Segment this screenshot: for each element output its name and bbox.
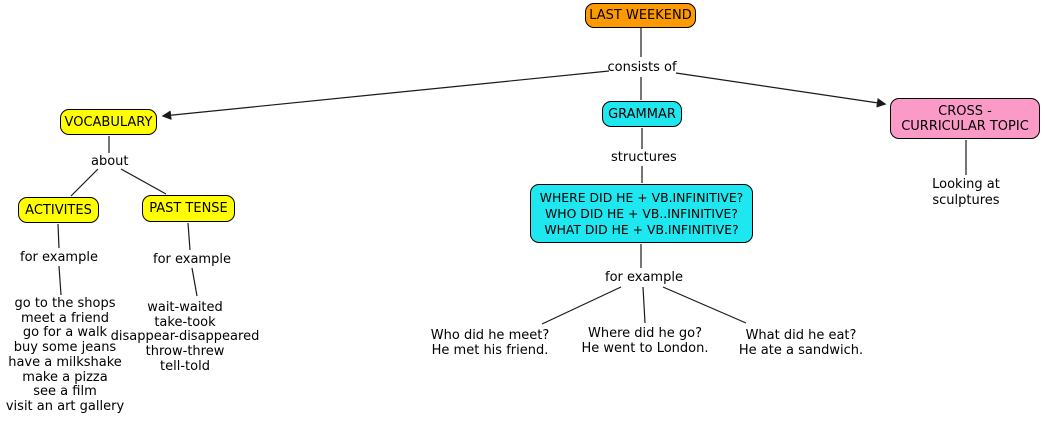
grammar-example-what[interactable]: What did he eat? He ate a sandwich. [734,328,868,358]
link-consists-of[interactable]: consists of [607,60,677,75]
node-last-weekend[interactable]: LAST WEEKEND [585,3,696,28]
link-structures[interactable]: structures [611,150,677,165]
activities-examples-list[interactable]: go to the shops meet a friend go for a w… [5,296,125,415]
node-activites[interactable]: ACTIVITES [18,197,99,223]
list-item: meet a friend [20,310,109,326]
list-item: wait-waited [147,300,223,315]
list-item: go for a walk [22,325,108,341]
list-item: visit an art gallery [5,398,125,414]
link-about[interactable]: about [91,154,129,169]
node-cross-curricular-topic[interactable]: CROSS - CURRICULAR TOPIC [890,98,1040,139]
node-vocabulary[interactable]: VOCABULARY [60,109,157,135]
list-item: go to the shops [14,296,116,311]
cross-curricular-example[interactable]: Looking at sculptures [932,177,1000,208]
structure-line: WHERE DID HE + VB.INFINITIVE? [539,189,744,205]
link-for-example-grammar[interactable]: for example [605,270,683,285]
grammar-example-where[interactable]: Where did he go? He went to London. [578,326,712,356]
node-grammar-structures[interactable]: WHERE DID HE + VB.INFINITIVE? WHO DID HE… [530,184,753,243]
list-item: make a pizza [22,369,108,385]
list-item: have a milkshake [8,354,122,370]
list-item: tell-told [160,358,210,374]
structure-line: WHAT DID HE + VB.INFINITIVE? [544,221,739,237]
list-item: throw-threw [145,344,225,360]
structure-line: WHO DID HE + VB..INFINITIVE? [545,205,738,221]
grammar-example-who[interactable]: Who did he meet? He met his friend. [424,328,556,358]
list-item: disappear-disappeared [110,329,260,345]
example-question: What did he eat? [745,328,857,343]
node-past-tense[interactable]: PAST TENSE [142,195,235,222]
example-question: Where did he go? [587,326,702,341]
example-answer: He went to London. [581,340,709,356]
past-tense-examples-list[interactable]: wait-waited take-took disappear-disappea… [105,300,265,375]
node-grammar[interactable]: GRAMMAR [602,101,682,127]
list-item: buy some jeans [13,340,117,356]
example-answer: He met his friend. [431,342,549,358]
example-answer: He ate a sandwich. [738,342,864,358]
link-for-example-activities[interactable]: for example [20,250,98,265]
link-for-example-past-tense[interactable]: for example [153,252,231,267]
list-item: see a film [33,384,97,400]
example-question: Who did he meet? [430,328,550,343]
list-item: take-took [154,314,216,330]
